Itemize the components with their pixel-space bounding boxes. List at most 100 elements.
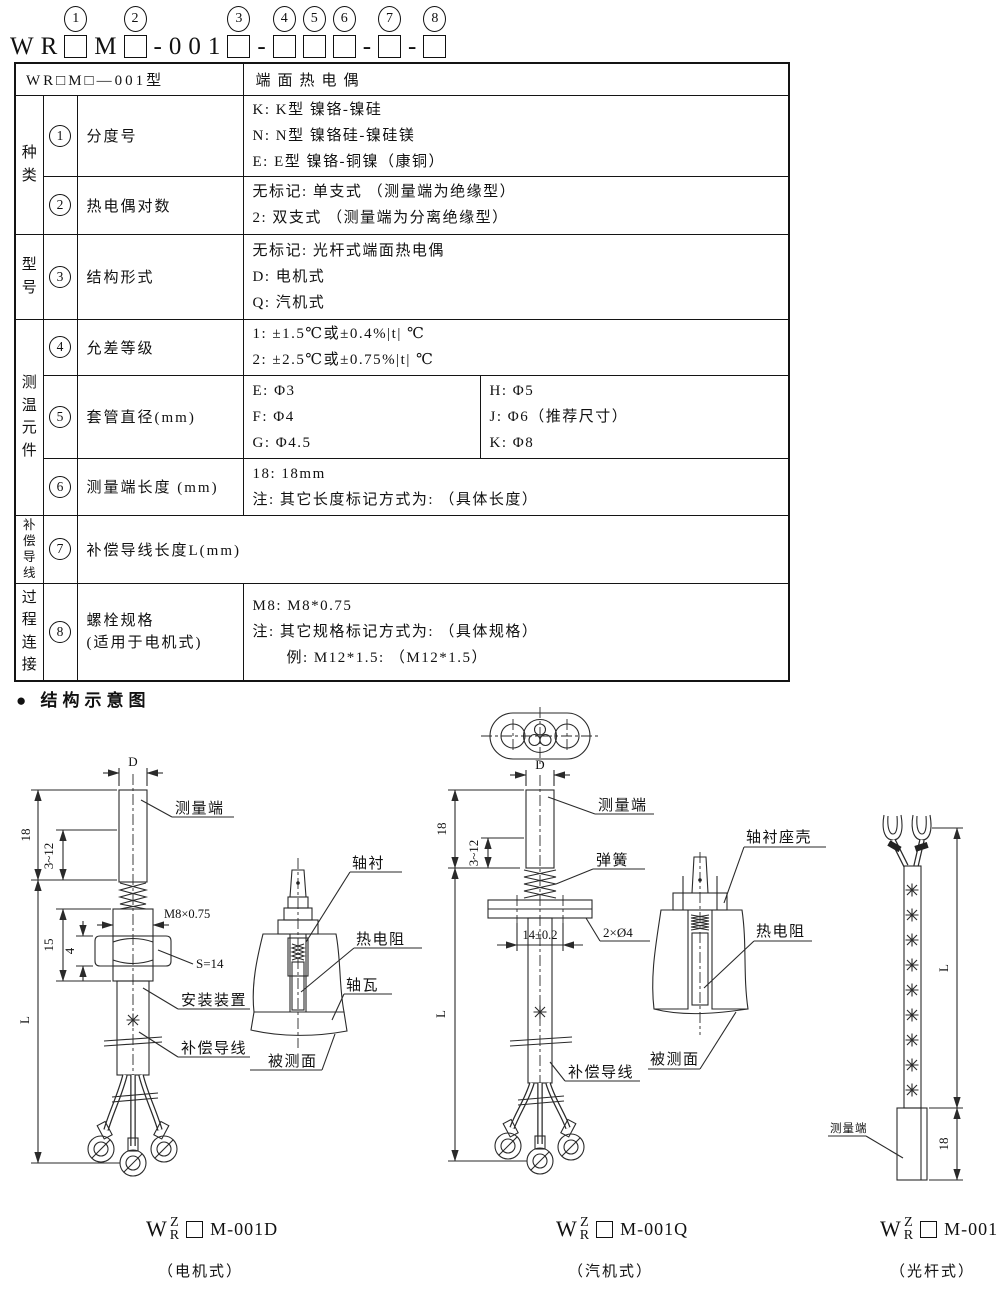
code-unit: 1 (208, 6, 221, 60)
code-unit: - (363, 6, 371, 60)
dim-4: 4 (62, 947, 77, 954)
code-char: - (257, 33, 266, 60)
table-row: 型号 3 结构形式 无标记: 光杆式端面热电偶 D: 电机式 Q: 汽机式 (14, 233, 790, 320)
code-char: 1 (207, 33, 221, 60)
caption-w: W (146, 1216, 167, 1241)
dim-d: D (128, 754, 137, 769)
label-comp-wire: 补偿导线 (568, 1064, 634, 1081)
desc-line: N: N型 镍铬硅-镍硅镁 (252, 127, 416, 144)
row-desc-cell-right: H: Φ5 J: Φ6（推荐尺寸） K: Φ8 (479, 374, 790, 459)
desc-line: 注: 其它长度标记方式为: （具体长度） (252, 491, 539, 508)
caption-turbine-model: W Z R M-001Q (556, 1215, 689, 1243)
caption-z: Z (170, 1215, 179, 1230)
code-char: 0 (168, 33, 182, 60)
code-char: - (362, 33, 372, 60)
row-number-cell: 4 (42, 318, 78, 376)
label-measured-surface: 被测面 (268, 1053, 318, 1070)
row-desc-cell: 1: ±1.5℃或±0.4%|t| ℃ 2: ±2.5℃或±0.75%|t| ℃ (242, 318, 790, 376)
product-name-cell: 端面热电偶 (242, 62, 790, 96)
desc-line: K: K型 镍铬-镍硅 (252, 101, 383, 118)
section-title: ● 结构示意图 (16, 686, 151, 711)
dim-18: 18 (936, 1138, 951, 1151)
dim-3-12: 3~12 (41, 843, 56, 870)
code-unit: 5 (302, 6, 326, 60)
code-unit: 6 (332, 6, 356, 60)
code-unit: - (257, 6, 265, 60)
category-element-cell: 测温元件 (14, 318, 44, 516)
row-desc-cell: M8: M8*0.75 注: 其它规格标记方式为: （具体规格） 例: M12*… (242, 582, 790, 682)
caption-motor-model: W Z R M-001D (146, 1215, 278, 1243)
label-housing: 轴衬座壳 (746, 829, 812, 846)
dim-L: L (433, 1010, 448, 1018)
desc-line: G: Φ4.5 (252, 434, 312, 451)
label-comp-wire: 补偿导线 (181, 1040, 247, 1057)
caption-w: W (880, 1216, 901, 1241)
code-char: R (40, 33, 58, 60)
caption-r: R (903, 1228, 914, 1243)
table-row: 5 套管直径(mm) E: Φ3 F: Φ4 G: Φ4.5 H: Φ5 J: … (15, 374, 790, 459)
table-row: 补偿导线 7 补偿导线长度L(mm) (14, 514, 790, 584)
table-row: 6 测量端长度 (mm) 18: 18mm 注: 其它长度标记方式为: （具体长… (15, 457, 790, 516)
code-unit: W (10, 6, 34, 60)
circled-number: 7 (378, 6, 402, 32)
circled-number: 3 (227, 6, 251, 32)
code-box (123, 35, 147, 58)
category-model-cell: 型号 (14, 233, 44, 320)
model-code-row: W R 1 M 2 - 0 0 1 3 - 4 5 6 - 7 - 8 (10, 6, 447, 60)
desc-line: 无标记: 单支式 （测量端为绝缘型） (252, 184, 517, 200)
row-desc-cell: K: K型 镍铬-镍硅 N: N型 镍铬硅-镍硅镁 E: E型 镍铬-铜镍（康铜… (242, 94, 790, 177)
circled-number: 6 (332, 6, 356, 32)
label-thermo-element: 热电阻 (356, 931, 406, 948)
diagram-turbine-type: D 测量端 18 3~12 弹簧 14±0.2 (433, 707, 654, 1175)
row-label-cell: 结构形式 (76, 233, 244, 320)
desc-line: D: 电机式 (252, 268, 326, 285)
code-box (423, 35, 447, 58)
code-unit: 4 (272, 6, 296, 60)
desc-line: K: Φ8 (489, 434, 535, 451)
dim-hole-spacing: 14±0.2 (523, 928, 558, 942)
table-row: WR□M□—001型 端面热电偶 (14, 62, 790, 96)
label-measured-surface: 被测面 (650, 1051, 700, 1068)
caption-motor-type-text: （电机式） (158, 1264, 244, 1280)
code-box (272, 35, 296, 58)
caption-z: Z (580, 1215, 589, 1230)
row-label-cell: 允差等级 (76, 318, 244, 376)
desc-line: 注: 其它规格标记方式为: （具体规格） (252, 623, 539, 640)
dim-18: 18 (434, 823, 449, 836)
row-label-cell: 测量端长度 (mm) (76, 457, 244, 516)
row-label-cell: 热电偶对数 (76, 175, 244, 235)
desc-line: E: E型 镍铬-铜镍（康铜） (252, 153, 445, 170)
row-number-cell: 2 (42, 175, 78, 235)
caption-box (186, 1220, 204, 1238)
code-unit: 0 (169, 6, 182, 60)
code-unit: 8 (423, 6, 447, 60)
code-box (227, 35, 251, 58)
caption-z: Z (904, 1215, 913, 1230)
desc-line: 18: 18mm (252, 465, 326, 482)
structure-diagrams-svg: D 测量端 18 3~12 M8×0.75 4 (17, 707, 963, 1181)
row-desc-cell: 无标记: 光杆式端面热电偶 D: 电机式 Q: 汽机式 (242, 233, 790, 320)
category-process-cell: 过程连接 (14, 582, 44, 682)
diagram-plain-rod-type: 测量端 L 18 (828, 814, 963, 1181)
table-row: 2 热电偶对数 无标记: 单支式 （测量端为绝缘型） 2: 双支式 （测量端为分… (15, 175, 790, 235)
label-bearing-shell: 轴瓦 (346, 977, 379, 994)
table-row: 过程连接 8 螺栓规格 (适用于电机式) M8: M8*0.75 注: 其它规格… (14, 582, 790, 682)
code-unit: - (154, 6, 162, 60)
code-unit: R (41, 6, 58, 60)
caption-w: W (556, 1216, 577, 1241)
label-measuring-end: 测量端 (830, 1122, 868, 1135)
caption-zr-stack: Z R (170, 1215, 179, 1243)
circled-number: 1 (64, 6, 88, 32)
code-char: M (94, 33, 117, 60)
dim-L: L (936, 964, 951, 972)
circled-number: 4 (272, 6, 296, 32)
desc-line: 无标记: 光杆式端面热电偶 (252, 242, 445, 259)
caption-box (920, 1220, 938, 1238)
code-box (332, 35, 356, 58)
label-line: (适用于电机式) (86, 634, 203, 651)
row-number-cell: 7 (42, 514, 78, 584)
row-label-cell: 分度号 (76, 94, 244, 177)
caption-model-text: M-001 (944, 1218, 999, 1239)
caption-model-text: M-001Q (620, 1218, 689, 1239)
